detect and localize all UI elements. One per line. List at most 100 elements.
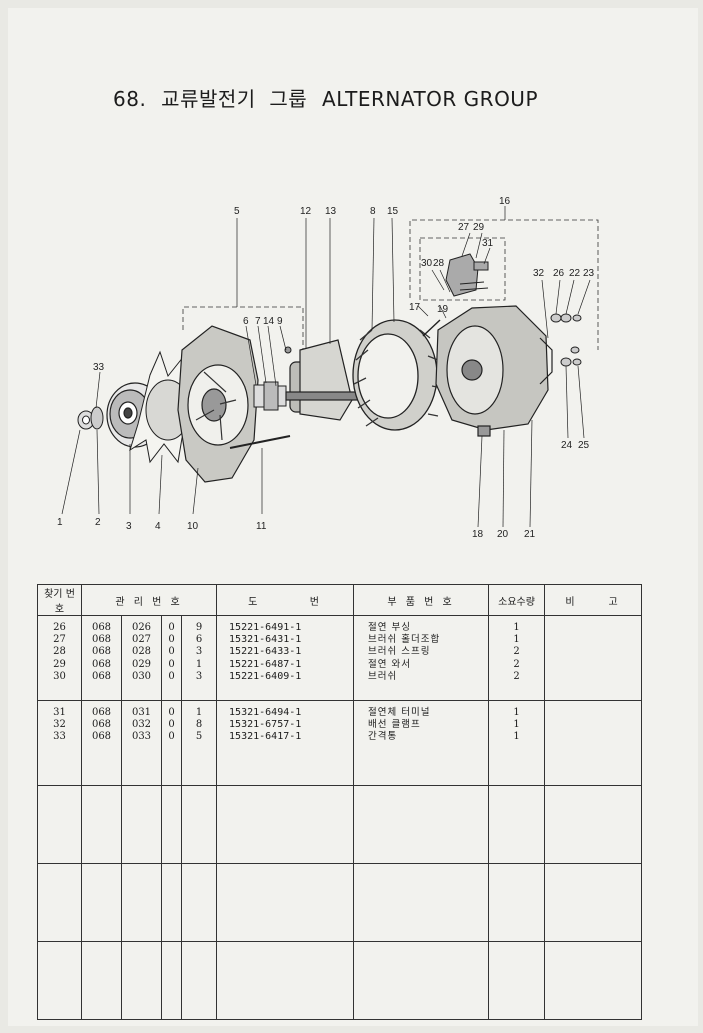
mgmt-d: 3	[195, 646, 203, 658]
callout-32: 32	[533, 268, 545, 279]
mgmt-c: 0	[168, 731, 175, 743]
callout-29: 29	[473, 222, 485, 233]
part-name: 브러쉬 홀더조합	[368, 634, 441, 646]
qty: 1	[513, 707, 520, 718]
item-no: 33	[53, 731, 66, 743]
header-remarks: 비 고	[544, 584, 643, 616]
callout-21: 21	[524, 529, 536, 540]
mgmt-d: 1	[195, 707, 203, 718]
mgmt-c: 0	[168, 646, 175, 658]
callout-4: 4	[155, 521, 161, 532]
table-row-empty	[37, 863, 643, 942]
item-no: 31	[53, 707, 66, 718]
callout-6: 6	[243, 316, 249, 327]
mgmt-b: 033	[131, 731, 152, 743]
mgmt-a: 068	[91, 670, 112, 682]
part-name: 절연 와서	[368, 658, 412, 670]
callout-19: 19	[437, 304, 449, 315]
callout-15: 15	[387, 206, 399, 217]
header-drawing-no: 도 번	[216, 584, 355, 616]
mgmt-b: 030	[131, 670, 152, 682]
drawing-no: 15221-6409-1	[229, 670, 302, 682]
callout-5: 5	[234, 206, 240, 217]
mgmt-b: 026	[131, 622, 152, 633]
part-name: 절연체 터미널	[368, 707, 431, 718]
callout-33: 33	[93, 362, 105, 373]
mgmt-a: 068	[91, 719, 112, 731]
callout-22: 22	[569, 268, 581, 279]
stator	[352, 319, 443, 431]
brush-holder	[445, 253, 489, 297]
qty: 1	[513, 622, 520, 633]
part-name: 절연 부싱	[368, 622, 412, 633]
callout-20: 20	[497, 529, 509, 540]
callout-28: 28	[433, 258, 445, 269]
mgmt-d: 9	[195, 622, 203, 633]
rotor	[285, 339, 359, 421]
mgmt-a: 068	[91, 622, 112, 633]
item-no: 29	[53, 658, 66, 670]
mgmt-c: 0	[168, 634, 175, 646]
mgmt-c: 0	[168, 670, 175, 682]
callout-9: 9	[277, 316, 283, 327]
mgmt-a: 068	[91, 658, 112, 670]
callout-26: 26	[553, 268, 565, 279]
callout-10: 10	[187, 521, 199, 532]
mgmt-a: 068	[91, 646, 112, 658]
group-box-5	[182, 306, 304, 380]
drawing-no: 15221-6491-1	[229, 622, 302, 633]
callout-24: 24	[561, 440, 573, 451]
callout-1: 1	[57, 517, 63, 528]
group-box-27	[419, 237, 506, 301]
item-no: 32	[53, 719, 66, 731]
title-number: 68.	[113, 87, 147, 111]
drawing-no: 15321-6417-1	[229, 731, 302, 743]
mgmt-d: 5	[195, 731, 203, 743]
part-name: 브러쉬	[368, 670, 398, 682]
mgmt-b: 027	[131, 634, 152, 646]
header-qty: 소요수량	[488, 584, 546, 616]
qty: 2	[513, 646, 520, 658]
callout-13: 13	[325, 206, 337, 217]
title-korean: 교류발전기 그룹	[161, 87, 308, 111]
qty: 1	[513, 634, 520, 646]
mgmt-c: 0	[168, 622, 175, 633]
mgmt-c: 0	[168, 707, 175, 718]
table-row-empty	[37, 941, 643, 1020]
bearing-set	[253, 346, 292, 411]
callout-8: 8	[370, 206, 376, 217]
mgmt-d: 1	[195, 658, 203, 670]
pulley-nut	[77, 406, 104, 430]
part-name: 배선 클램프	[368, 719, 421, 731]
drawing-no: 15321-6757-1	[229, 719, 302, 731]
terminal-fasteners	[550, 313, 582, 367]
header-item-no: 찾기 번호	[37, 584, 82, 616]
item-no: 30	[53, 670, 66, 682]
front-frame	[177, 325, 259, 483]
alternator-exploded-diagram: 1 2 3 4 10 11 33 5 6 7 14 9 12 13 8 15 1…	[57, 196, 599, 540]
mgmt-a: 068	[91, 731, 112, 743]
header-mgmt-no: 관 리 번 호	[80, 584, 218, 616]
callout-3: 3	[126, 521, 132, 532]
item-no: 27	[53, 634, 66, 646]
drawing-no: 15321-6431-1	[229, 634, 302, 646]
item-no: 26	[53, 622, 66, 633]
callout-25: 25	[578, 440, 590, 451]
mgmt-b: 032	[131, 719, 152, 731]
callout-16: 16	[499, 196, 511, 207]
part-name: 브러쉬 스프링	[368, 646, 431, 658]
callout-23: 23	[583, 268, 595, 279]
mgmt-d: 8	[195, 719, 203, 731]
drawing-no: 15221-6433-1	[229, 646, 302, 658]
mgmt-d: 6	[195, 634, 203, 646]
callout-11: 11	[256, 521, 267, 532]
mgmt-c: 0	[168, 658, 175, 670]
qty: 2	[513, 670, 520, 682]
callout-2: 2	[95, 517, 101, 528]
rear-frame	[435, 305, 553, 437]
part-name: 간격통	[368, 731, 398, 743]
callout-17: 17	[409, 302, 421, 313]
rear-bolt	[422, 319, 441, 337]
